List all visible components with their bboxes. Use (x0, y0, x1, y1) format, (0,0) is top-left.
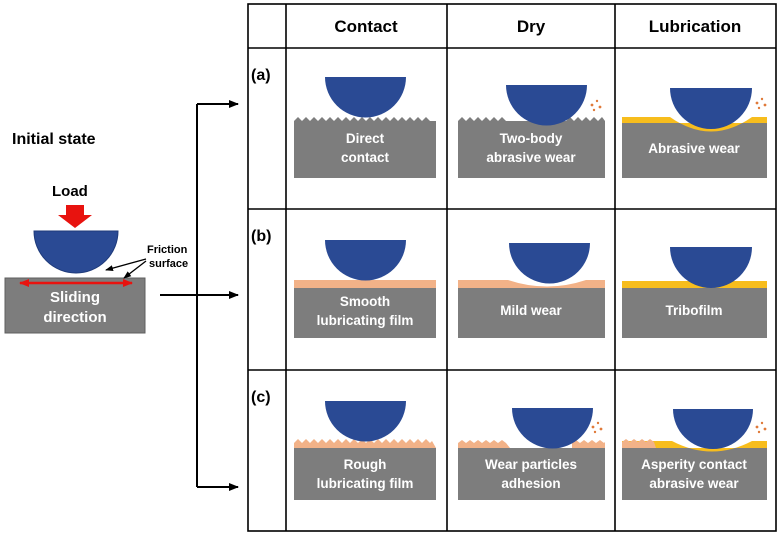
row-label-b: (b) (251, 228, 271, 245)
row-b: Smooth lubricating film Mild wear Tribof… (294, 240, 767, 338)
rough-lubricant-film (622, 439, 656, 448)
ball (325, 77, 406, 118)
cell-label-line2: adhesion (501, 476, 560, 491)
ball (512, 408, 593, 449)
cell-block (294, 288, 436, 338)
lubricant-film (458, 280, 605, 288)
cell-c-dry: Wear particles adhesion (458, 408, 605, 500)
rough-surface (294, 117, 430, 121)
cell-block (622, 448, 767, 500)
rough-surface (566, 117, 605, 121)
cell-block (458, 288, 605, 338)
cell-label-line2: abrasive wear (486, 150, 576, 165)
cell-a-lubrication: Abrasive wear (622, 88, 767, 178)
cell-block (294, 448, 436, 500)
cell-b-lubrication: Tribofilm (622, 247, 767, 338)
lubricant-film (622, 441, 767, 452)
column-header-contact: Contact (334, 17, 398, 36)
cell-label-line1: Tribofilm (666, 303, 723, 318)
cell-a-contact: Direct contact (294, 77, 436, 178)
cell-label-line1: Mild wear (500, 303, 562, 318)
connector-arrows (160, 100, 239, 491)
ball (670, 247, 752, 288)
cell-label-line1: Wear particles (485, 457, 577, 472)
ball (506, 85, 587, 126)
ball (509, 243, 590, 284)
row-label-a: (a) (251, 67, 271, 84)
row-c: Rough lubricating film Wear particles ad… (294, 401, 767, 500)
cell-label-line1: Abrasive wear (648, 141, 740, 156)
cell-b-contact: Smooth lubricating film (294, 240, 436, 338)
cell-label-line2: contact (341, 150, 390, 165)
cell-label-line1: Rough (344, 457, 387, 472)
cell-a-dry: Two-body abrasive wear (458, 85, 605, 178)
friction-label-line1: Friction (147, 244, 188, 256)
friction-label-line2: surface (149, 258, 188, 270)
sliding-label-line2: direction (43, 309, 106, 326)
ball (673, 409, 753, 449)
rough-lubricant-film (572, 440, 605, 448)
cell-block (458, 121, 605, 178)
cell-label-line1: Asperity contact (641, 457, 747, 472)
initial-ball (33, 230, 119, 274)
cell-b-dry: Mild wear (458, 243, 605, 338)
friction-pointer-1 (105, 258, 147, 272)
cell-label-line1: Smooth (340, 294, 390, 309)
row-label-c: (c) (251, 389, 271, 406)
sliding-label-line1: Sliding (50, 289, 100, 306)
column-headers: Contact Dry Lubrication (334, 17, 741, 36)
cell-label-line2: lubricating film (317, 476, 414, 491)
lubricant-film (294, 280, 436, 288)
friction-pointer-2 (123, 260, 147, 279)
row-labels: (a) (b) (c) (251, 67, 271, 406)
row-a: Direct contact Two-body abrasive wear Ab… (294, 77, 767, 178)
cell-label-line1: Two-body (500, 131, 563, 146)
cell-c-lubrication: Asperity contact abrasive wear (622, 409, 767, 500)
load-label: Load (52, 183, 88, 200)
initial-block (4, 277, 146, 334)
cell-block (622, 123, 767, 178)
cell-block (294, 121, 436, 178)
cell-block (622, 288, 767, 338)
column-header-dry: Dry (517, 17, 546, 36)
ball (670, 88, 752, 129)
cell-block (458, 448, 605, 500)
initial-state-title: Initial state (12, 131, 96, 148)
rough-lubricant-film (458, 440, 510, 448)
rough-lubricant-film (294, 439, 436, 448)
ball (325, 240, 406, 281)
load-arrow-icon (58, 205, 92, 228)
rough-surface (458, 117, 510, 121)
column-header-lubrication: Lubrication (649, 17, 742, 36)
table-grid (247, 3, 777, 532)
cell-c-contact: Rough lubricating film (294, 401, 436, 500)
initial-state-panel: Initial state Load Sliding direction Fri… (4, 131, 188, 334)
cell-label-line2: abrasive wear (649, 476, 739, 491)
ball (325, 401, 406, 442)
cell-label-line2: lubricating film (317, 313, 414, 328)
cell-label-line1: Direct (346, 131, 385, 146)
